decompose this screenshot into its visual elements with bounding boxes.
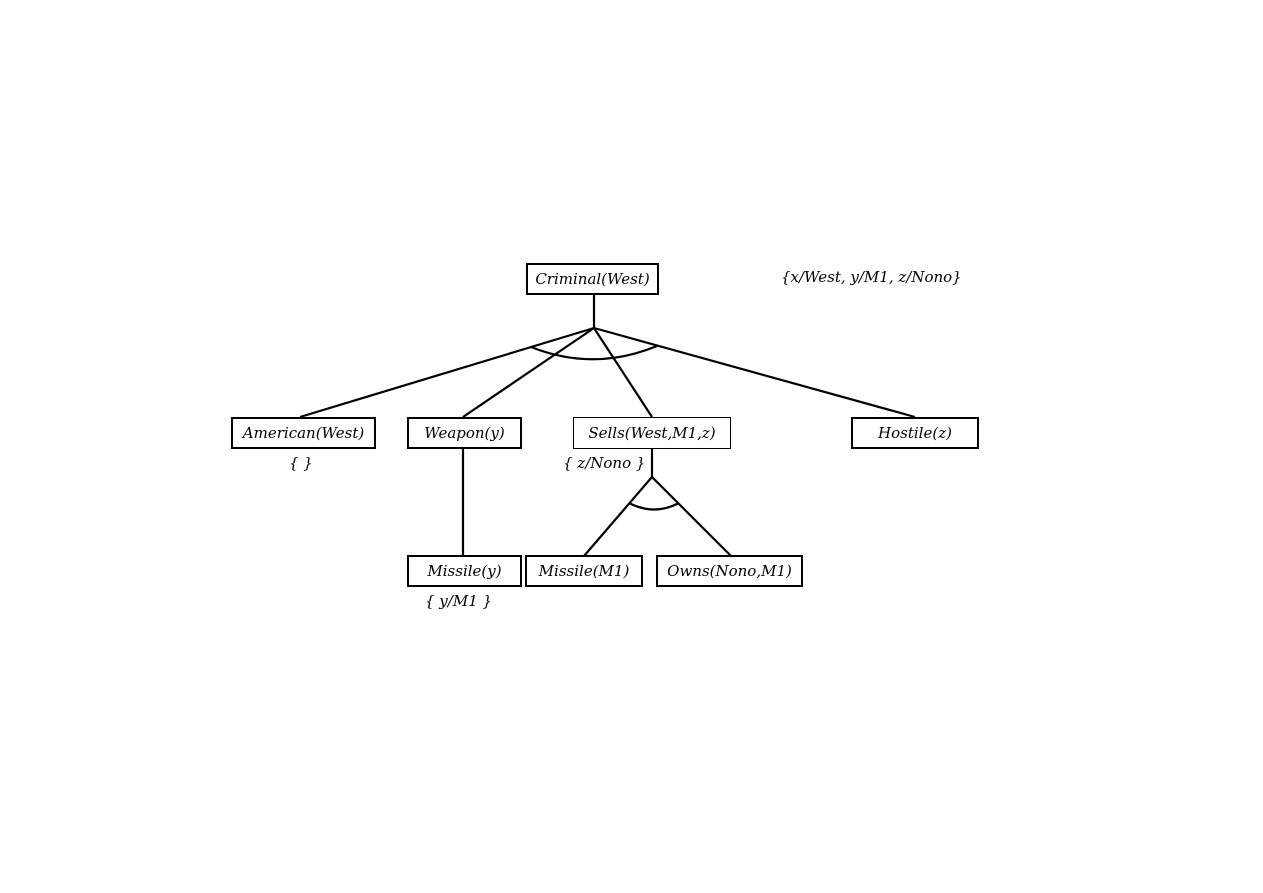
node-goal-criminal-west: Criminal(West) xyxy=(526,263,659,295)
conjunction-arc-goal xyxy=(530,344,658,361)
node-sells-west-m1-z: Sells(West,M1,z) xyxy=(573,417,731,449)
node-missile-m1: Missile(M1) xyxy=(525,555,643,587)
edge-goal-weapon xyxy=(462,327,595,418)
node-missile-m1-label: Missile(M1) xyxy=(538,562,630,580)
node-weapon-y: Weapon(y) xyxy=(407,417,522,449)
node-american-label: American(West) xyxy=(242,424,365,442)
top-substitution: {x/West, y/M1, z/Nono} xyxy=(781,268,962,286)
node-goal-label: Criminal(West) xyxy=(535,270,650,288)
node-hostile-label: Hostile(z) xyxy=(878,424,952,442)
node-sells-label: Sells(West,M1,z) xyxy=(588,424,716,442)
edge-goal-sells xyxy=(593,327,653,418)
node-american-west: American(West) xyxy=(231,417,376,449)
missile-y-substitution: { y/M1 } xyxy=(425,592,493,610)
edge-sells-missile-m1 xyxy=(583,476,653,557)
node-owns-label: Owns(Nono,M1) xyxy=(667,562,792,580)
node-owns-nono-m1: Owns(Nono,M1) xyxy=(656,555,803,587)
edge-goal-american xyxy=(299,326,595,419)
node-hostile-z: Hostile(z) xyxy=(851,417,979,449)
sells-substitution: { z/Nono } xyxy=(563,454,646,472)
conjunction-arc-sells xyxy=(628,502,680,511)
node-missile-y: Missile(y) xyxy=(407,555,522,587)
american-substitution: { } xyxy=(289,454,313,472)
node-weapon-label: Weapon(y) xyxy=(424,424,505,442)
edge-sells-owns xyxy=(651,476,732,557)
node-missile-y-label: Missile(y) xyxy=(427,562,502,580)
edge-goal-hostile xyxy=(593,326,916,419)
